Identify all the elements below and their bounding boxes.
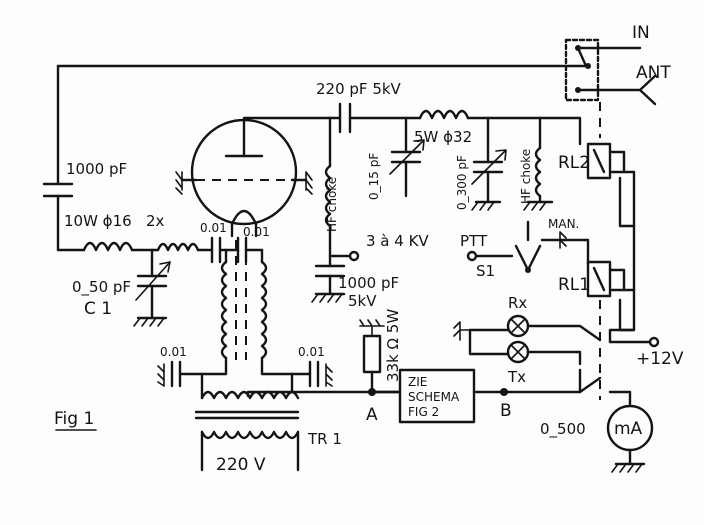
plate-circuit — [328, 102, 582, 168]
hf-choke-1 — [311, 164, 360, 303]
top-bus-wire — [56, 64, 588, 186]
bypass-cap-left — [157, 360, 204, 388]
filament-chokes — [200, 240, 294, 400]
label-meter-unit: mA — [614, 419, 643, 439]
indicator-lamps — [453, 300, 660, 400]
label-cap-1000pf-5kv: 1000 pF — [338, 274, 399, 292]
label-cap-001-right: 0.01 — [298, 345, 325, 359]
bypass-cap-right — [290, 360, 333, 388]
label-supply-12v: +12V — [636, 349, 684, 369]
ptt-switch — [466, 220, 590, 273]
label-trimmer-15: 0_15 pF — [367, 153, 381, 200]
label-ptt: PTT — [460, 232, 488, 250]
trimmer-c1 — [133, 248, 171, 327]
label-cap-5kv: 5kV — [348, 292, 377, 310]
label-io-in: IN — [632, 23, 650, 43]
label-lamp-rx: Rx — [508, 294, 527, 312]
hf-choke-2 — [523, 116, 554, 211]
input-coil-chain — [56, 236, 264, 264]
ma-meter — [606, 404, 654, 473]
label-coil-10w: 10W ϕ16 — [64, 212, 132, 230]
label-box-line3: FIG 2 — [408, 405, 439, 419]
tx-line — [502, 368, 632, 406]
label-choke-2: HF choke — [519, 149, 533, 204]
label-transformer: TR 1 — [307, 430, 342, 448]
label-choke-1: HF choke — [325, 177, 339, 232]
label-cap-1000pf-left: 1000 pF — [66, 160, 127, 178]
label-box-line2: SCHEMA — [408, 390, 460, 404]
label-lamp-tx: Tx — [507, 368, 526, 386]
label-node-b: B — [500, 401, 512, 421]
label-trimmer-c1: C 1 — [84, 299, 112, 319]
label-relay-2: RL2 — [558, 153, 590, 173]
label-s1: S1 — [476, 262, 495, 280]
resistor-33k — [359, 319, 385, 394]
label-relay-1: RL1 — [558, 275, 590, 295]
transformer-tr1 — [194, 390, 402, 472]
label-trimmer-300: 0_300 pF — [455, 155, 469, 210]
label-mains: 220 V — [216, 455, 266, 475]
label-trimmer-50: 0_50 pF — [72, 278, 131, 297]
trimmer-0-15pf — [389, 116, 425, 198]
label-cap-001-a: 0.01 — [200, 221, 227, 235]
label-io-ant: ANT — [636, 63, 671, 83]
figure-label: Fig 1 — [54, 409, 94, 429]
trimmer-0-300pf — [471, 116, 507, 211]
capacitor-1000pf-left — [42, 182, 74, 252]
label-coil-5w: 5W ϕ32 — [414, 128, 472, 146]
vacuum-tube — [175, 116, 332, 238]
antenna-switch — [564, 38, 657, 106]
label-box-line1: ZIE — [408, 375, 427, 389]
label-node-a: A — [366, 405, 378, 425]
relay-rl2 — [586, 142, 636, 228]
label-meter-range: 0_500 — [540, 420, 586, 439]
label-times-2: 2x — [146, 212, 165, 230]
label-man: MAN. — [548, 217, 579, 231]
relay-rl1 — [586, 224, 636, 332]
label-cap-001-left: 0.01 — [160, 345, 187, 359]
label-hv-supply: 3 à 4 KV — [366, 232, 429, 250]
sub-schematic-box — [370, 368, 506, 424]
label-cap-220pf: 220 pF 5kV — [316, 80, 402, 98]
label-resistor: 33k Ω 5W — [384, 309, 402, 382]
